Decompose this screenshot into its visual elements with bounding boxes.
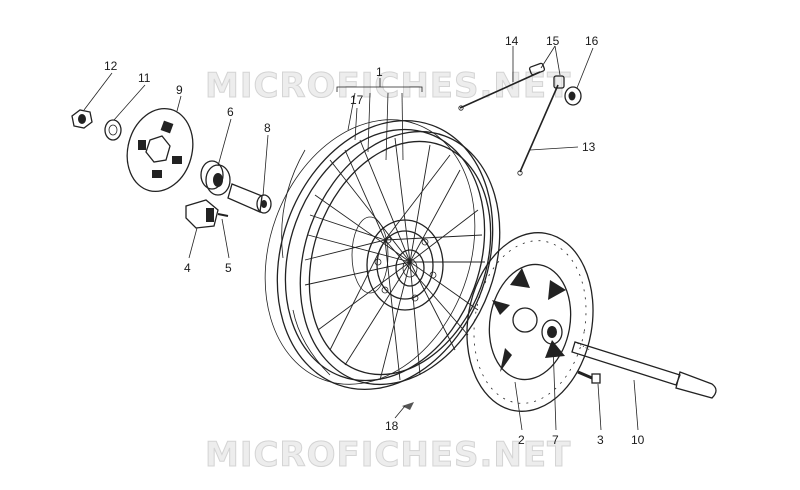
washer bbox=[104, 119, 122, 141]
callout-15: 15 bbox=[546, 34, 560, 48]
wheel-hub bbox=[351, 216, 444, 311]
callout-8: 8 bbox=[264, 121, 271, 135]
callout-10: 10 bbox=[631, 433, 645, 447]
callout-9: 9 bbox=[176, 83, 183, 97]
callout-5: 5 bbox=[225, 261, 232, 275]
wheel-rim bbox=[264, 119, 501, 391]
callout-17: 17 bbox=[350, 93, 364, 107]
callout-13: 13 bbox=[582, 140, 596, 154]
rim-grommet bbox=[564, 86, 582, 106]
callout-18: 18 bbox=[385, 419, 399, 433]
wheel-axle bbox=[571, 341, 717, 399]
watermark-bottom: MICROFICHES.NET bbox=[205, 435, 571, 475]
callout-4: 4 bbox=[184, 261, 191, 275]
callout-1: 1 bbox=[376, 65, 383, 79]
callout-14: 14 bbox=[505, 34, 519, 48]
drive-tang bbox=[217, 213, 229, 217]
callout-labels: 1 17 14 15 16 13 12 11 9 6 8 4 5 2 7 3 1… bbox=[104, 34, 645, 447]
spoke bbox=[458, 71, 541, 111]
callout-12: 12 bbox=[104, 59, 118, 73]
spacer-7 bbox=[541, 319, 563, 345]
leader-lines bbox=[83, 45, 639, 431]
disc-bolt bbox=[577, 370, 601, 384]
callout-7: 7 bbox=[552, 433, 559, 447]
brake-disc bbox=[466, 232, 594, 412]
callout-6: 6 bbox=[227, 105, 234, 119]
wheel-bearing bbox=[200, 160, 231, 196]
spoke-long bbox=[517, 84, 559, 176]
callout-16: 16 bbox=[585, 34, 599, 48]
drive-plate bbox=[126, 107, 194, 193]
axle-nut bbox=[71, 109, 93, 129]
speedo-drive-gearbox bbox=[185, 199, 219, 229]
callout-3: 3 bbox=[597, 433, 604, 447]
spoke-nipple bbox=[528, 62, 565, 89]
callout-11: 11 bbox=[138, 71, 151, 85]
callout-2: 2 bbox=[518, 433, 525, 447]
wheel-spokes bbox=[304, 137, 485, 381]
spacer-tube bbox=[227, 183, 272, 214]
rim-tape-clip bbox=[402, 402, 414, 410]
